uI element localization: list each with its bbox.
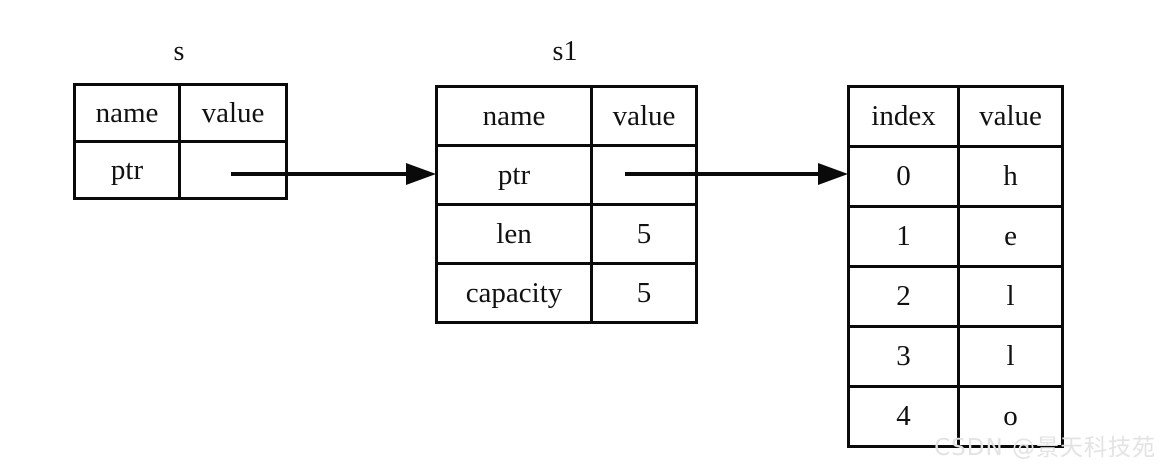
table-s1-row2-name: capacity xyxy=(435,262,593,324)
table-s-header-value: value xyxy=(178,83,288,143)
table-heap-row0-index: 0 xyxy=(847,145,960,208)
table-s1-row1-name: len xyxy=(435,203,593,265)
arrow-s-ptr-to-s1 xyxy=(231,163,436,185)
table-s: name value ptr xyxy=(73,83,288,200)
arrow-s1-ptr-to-heap xyxy=(625,163,848,185)
table-heap-row1-index: 1 xyxy=(847,205,960,268)
table-row: 3 l xyxy=(847,325,1064,388)
table-row: capacity 5 xyxy=(435,262,698,324)
table-row: len 5 xyxy=(435,203,698,265)
table-s1-row1-value: 5 xyxy=(590,203,698,265)
table-row-header: name value xyxy=(73,83,288,143)
table-row: 0 h xyxy=(847,145,1064,208)
table-s1-row0-name: ptr xyxy=(435,144,593,206)
table-s1: name value ptr len 5 capacity 5 xyxy=(435,85,698,324)
watermark: CSDN @景天科技苑 xyxy=(934,435,1156,461)
table-row-header: name value xyxy=(435,85,698,147)
table-s1-header-name: name xyxy=(435,85,593,147)
table-s-header-name: name xyxy=(73,83,181,143)
table-heap-row4-value: o xyxy=(957,385,1064,448)
table-s-row0-name: ptr xyxy=(73,140,181,200)
table-s-row0-value xyxy=(178,140,288,200)
table-heap-header-index: index xyxy=(847,85,960,148)
table-row: 2 l xyxy=(847,265,1064,328)
table-heap-row3-value: l xyxy=(957,325,1064,388)
arrow-head-icon xyxy=(818,163,848,185)
table-heap-row1-value: e xyxy=(957,205,1064,268)
table-heap-row4-index: 4 xyxy=(847,385,960,448)
table-row: 4 o xyxy=(847,385,1064,448)
table-s-title: s xyxy=(173,36,185,67)
arrow-shaft xyxy=(231,172,409,176)
table-s1-header-value: value xyxy=(590,85,698,147)
table-heap-buffer: index value 0 h 1 e 2 l 3 l 4 o xyxy=(847,85,1064,448)
table-heap-row2-value: l xyxy=(957,265,1064,328)
table-row: 1 e xyxy=(847,205,1064,268)
arrow-shaft xyxy=(625,172,821,176)
table-heap-header-value: value xyxy=(957,85,1064,148)
table-heap-row2-index: 2 xyxy=(847,265,960,328)
table-heap-row0-value: h xyxy=(957,145,1064,208)
table-s1-row2-value: 5 xyxy=(590,262,698,324)
arrow-head-icon xyxy=(406,163,436,185)
table-s1-title: s1 xyxy=(552,36,578,67)
table-row: ptr xyxy=(73,140,288,200)
table-row-header: index value xyxy=(847,85,1064,148)
table-heap-row3-index: 3 xyxy=(847,325,960,388)
